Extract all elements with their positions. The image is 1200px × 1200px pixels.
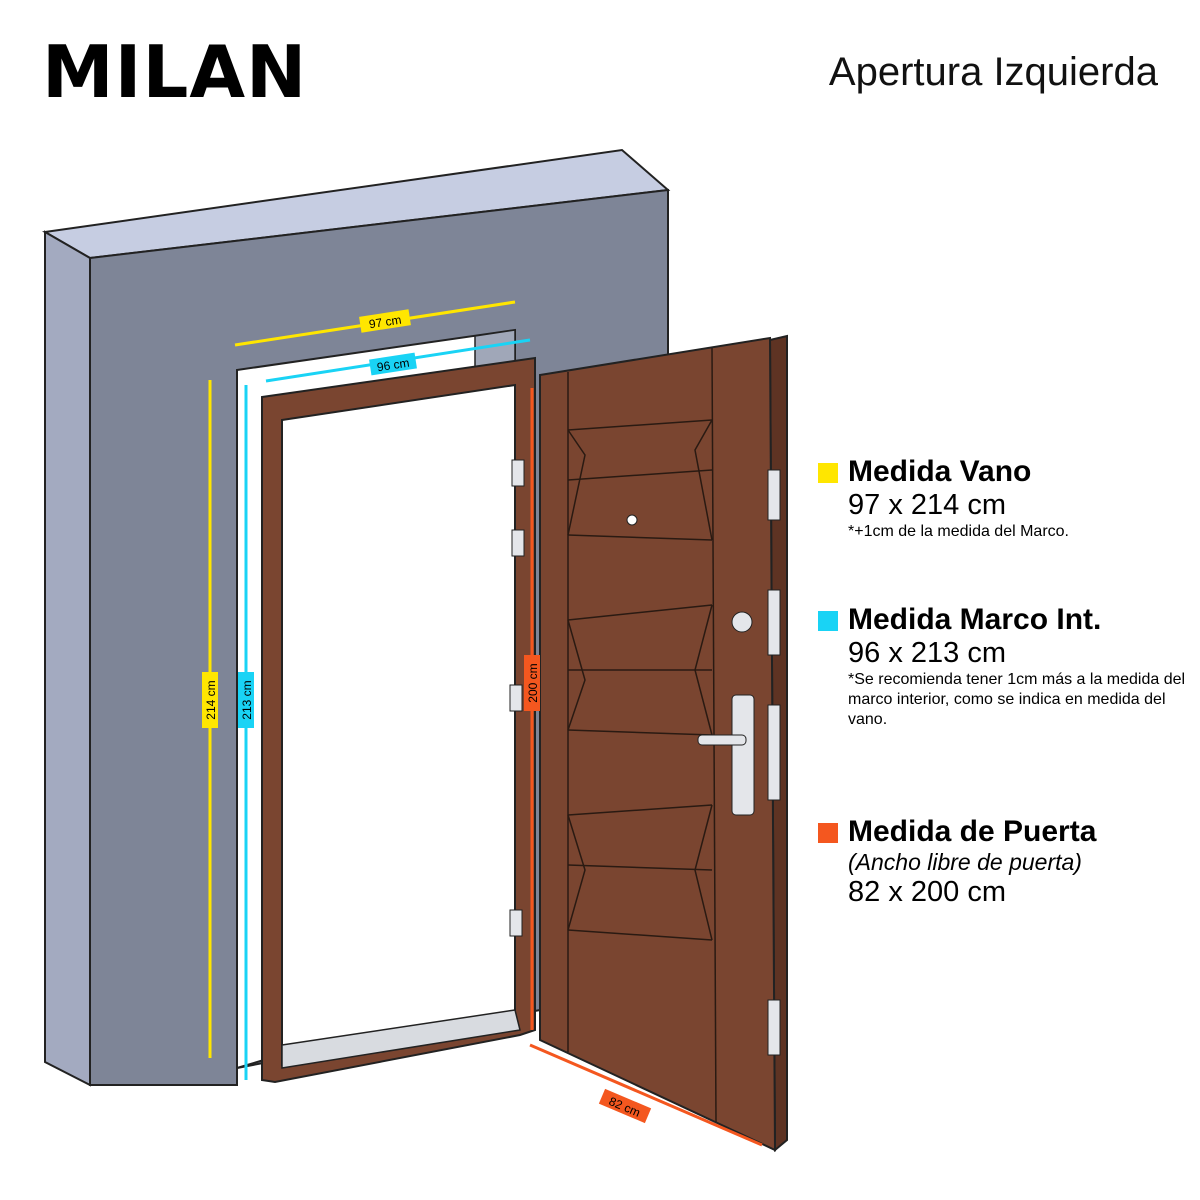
legend-puerta: Medida de Puerta (Ancho libre de puerta)… — [818, 815, 1188, 909]
dim-97-label-bg — [359, 309, 411, 333]
dim-213-label-bg — [238, 672, 254, 728]
dim-200-label: 200 cm — [526, 663, 540, 702]
dim-82-label-bg — [598, 1088, 652, 1124]
lock-cylinder — [731, 611, 753, 633]
legend-title: Medida de Puerta — [848, 815, 1097, 848]
dim-200-label-bg — [524, 655, 540, 711]
legend-note: *Se recomienda tener 1cm más a la medida… — [848, 671, 1186, 728]
door-handle[interactable] — [697, 734, 747, 746]
yellow-swatch — [818, 463, 838, 483]
dim-96-label-bg — [369, 352, 417, 376]
dim-213-label: 213 cm — [240, 680, 254, 719]
peephole — [626, 514, 638, 526]
orange-swatch — [818, 823, 838, 843]
product-title: MILAN — [42, 30, 308, 114]
legend-title: Medida Marco Int. — [848, 603, 1102, 636]
door-panels — [567, 347, 717, 1123]
hinges — [509, 459, 525, 937]
legend-subtitle: (Ancho libre de puerta) — [848, 849, 1082, 875]
opening-direction: Apertura Izquierda — [828, 50, 1158, 94]
legend-value: 96 x 213 cm — [848, 637, 1006, 669]
door-leaf — [539, 336, 777, 1152]
threshold — [281, 1009, 521, 1069]
legend-value: 82 x 200 cm — [848, 876, 1006, 908]
dimension-lines — [208, 300, 763, 1147]
dim-97-label: 97 cm — [368, 313, 402, 332]
lock-bolts — [767, 469, 781, 1056]
dim-214-label: 214 cm — [204, 680, 218, 719]
cyan-swatch — [818, 611, 838, 631]
wall-side — [44, 230, 91, 1087]
legend-note: *+1cm de la medida del Marco. — [848, 523, 1069, 540]
legend-marco: Medida Marco Int. 96 x 213 cm *Se recomi… — [818, 603, 1188, 730]
handle-plate — [731, 694, 755, 816]
frame-opening — [281, 383, 516, 1067]
dim-214-label-bg — [202, 672, 218, 728]
legend-title: Medida Vano — [848, 455, 1032, 488]
dim-96-label: 96 cm — [376, 356, 410, 375]
legend-vano: Medida Vano 97 x 214 cm *+1cm de la medi… — [818, 455, 1188, 542]
legend-value: 97 x 214 cm — [848, 489, 1006, 521]
